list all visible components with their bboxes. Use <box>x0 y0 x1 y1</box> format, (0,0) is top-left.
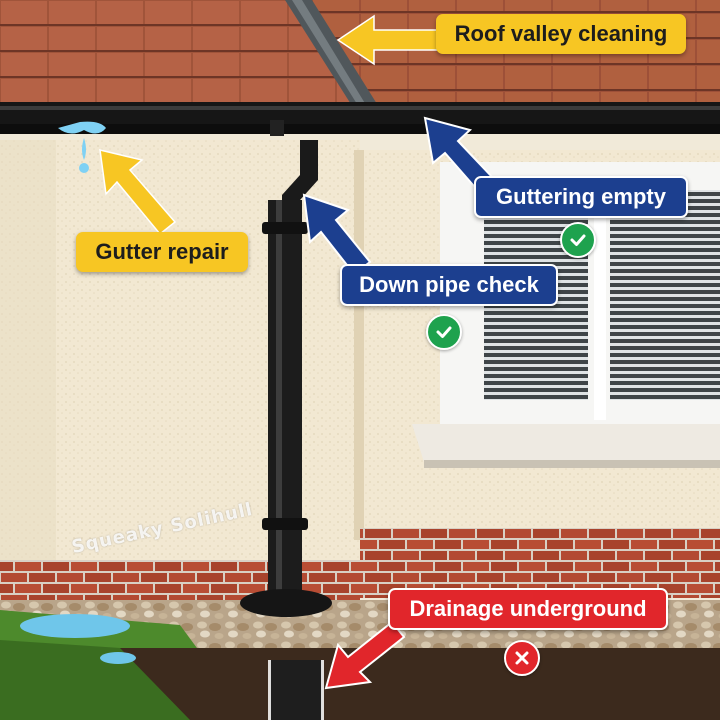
down-pipe-check-label: Down pipe check <box>340 264 558 306</box>
roof-valley-cleaning-label: Roof valley cleaning <box>436 14 686 54</box>
roof-valley-cleaning-text: Roof valley cleaning <box>454 21 668 46</box>
pipe-drain-base <box>240 589 332 617</box>
arrow-icon <box>99 14 497 690</box>
guttering-empty-text: Guttering empty <box>496 184 666 209</box>
cross-icon <box>504 640 540 676</box>
soil-trench <box>120 648 720 720</box>
gutter-repair-label: Gutter repair <box>76 232 248 272</box>
water-leak <box>58 121 106 134</box>
check-icon <box>560 222 596 258</box>
guttering-empty-label: Guttering empty <box>474 176 688 218</box>
drainage-underground-label: Drainage underground <box>388 588 668 630</box>
down-pipe <box>268 200 302 600</box>
underground-pipe <box>270 660 322 720</box>
window-blinds-right <box>610 190 720 400</box>
water-puddle <box>20 614 130 638</box>
gutter-repair-text: Gutter repair <box>95 239 229 264</box>
window-sill <box>412 424 720 462</box>
drainage-underground-text: Drainage underground <box>409 596 647 621</box>
gutter <box>0 102 720 124</box>
check-icon <box>426 314 462 350</box>
down-pipe-check-text: Down pipe check <box>359 272 539 297</box>
brick-base-right <box>360 528 720 598</box>
